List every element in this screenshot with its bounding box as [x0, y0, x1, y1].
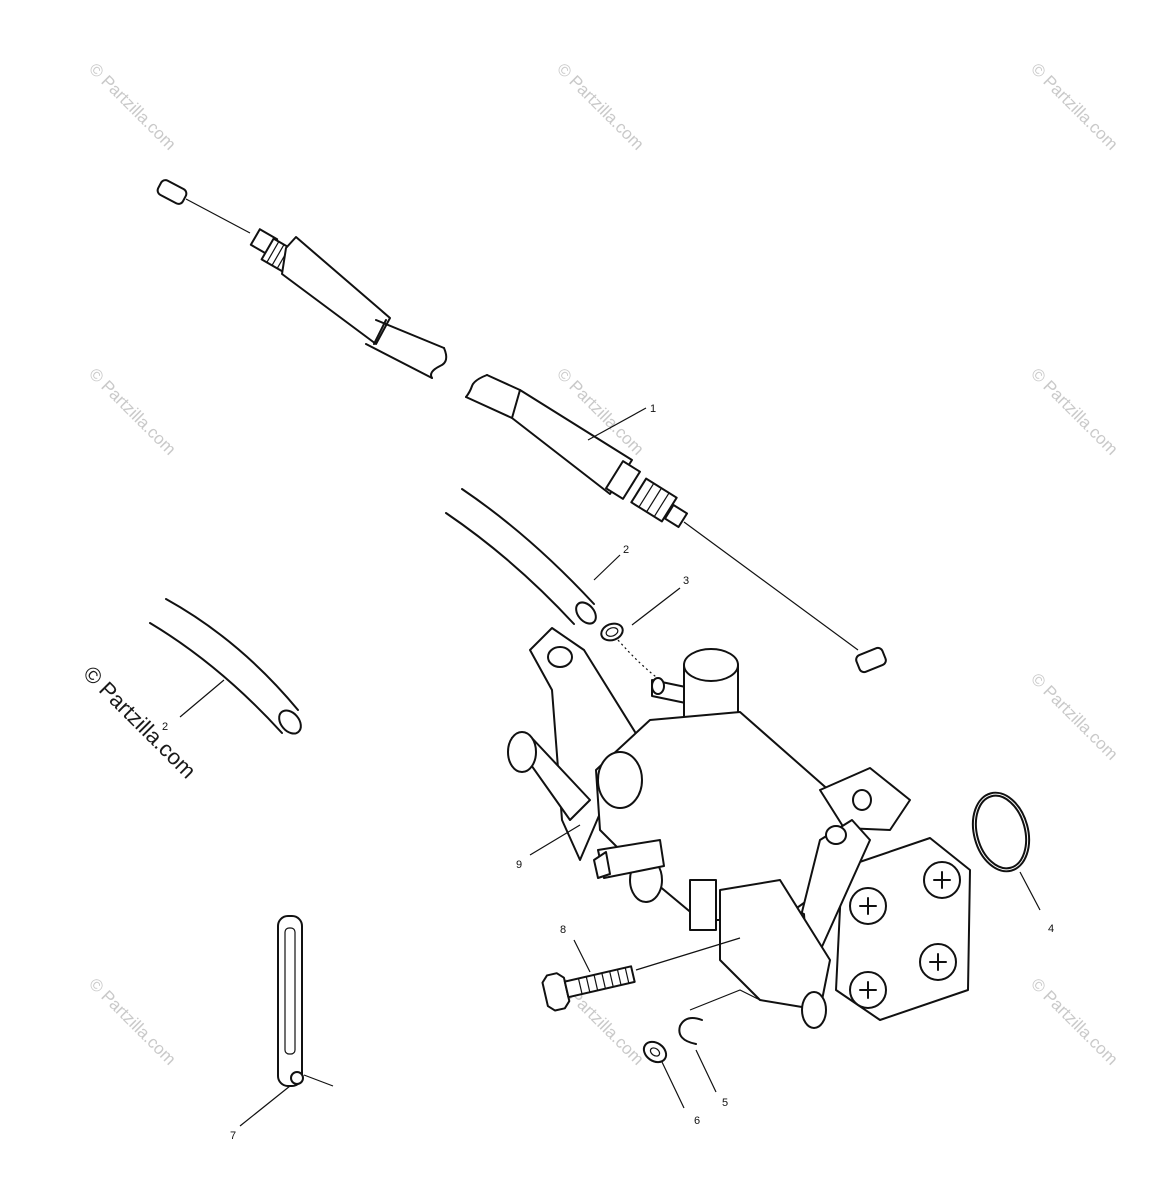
gauge-strap	[277, 915, 334, 1087]
hose-clamp	[600, 622, 624, 642]
clip	[678, 989, 761, 1045]
bolt	[541, 965, 636, 1012]
watermark-prominent: © Partzilla.com	[78, 661, 201, 784]
callout-4: 4	[1048, 923, 1054, 935]
watermark: © Partzilla.com	[85, 974, 179, 1068]
callout-2: 2	[623, 544, 629, 556]
oil-pump	[507, 627, 971, 1029]
callout-1: 1	[650, 403, 656, 415]
callout-7: 7	[230, 1130, 236, 1142]
watermark: © Partzilla.com	[1027, 669, 1121, 763]
callout-8: 8	[560, 924, 566, 936]
watermark: © Partzilla.com	[1027, 59, 1121, 153]
o-ring	[971, 791, 1031, 873]
callout-9: 9	[516, 859, 522, 871]
watermark: © Partzilla.com	[1027, 974, 1121, 1068]
callout-6: 6	[694, 1115, 700, 1127]
watermark: © Partzilla.com	[1027, 364, 1121, 458]
cable-lower	[465, 374, 887, 674]
watermark: © Partzilla.com	[85, 59, 179, 153]
callout-3: 3	[683, 575, 689, 587]
washer	[642, 1040, 668, 1064]
cable-upper	[156, 179, 448, 379]
callout-5: 5	[722, 1097, 728, 1109]
watermark: © Partzilla.com	[553, 59, 647, 153]
hose-upper	[445, 488, 597, 625]
watermark: © Partzilla.com	[85, 364, 179, 458]
callout-2-loose: 2	[162, 721, 168, 733]
hose-loose	[149, 598, 302, 735]
callouts: 1 2 3 2 4 8 9 5 6 7	[162, 403, 1054, 1142]
leader-lines	[179, 407, 1041, 1127]
